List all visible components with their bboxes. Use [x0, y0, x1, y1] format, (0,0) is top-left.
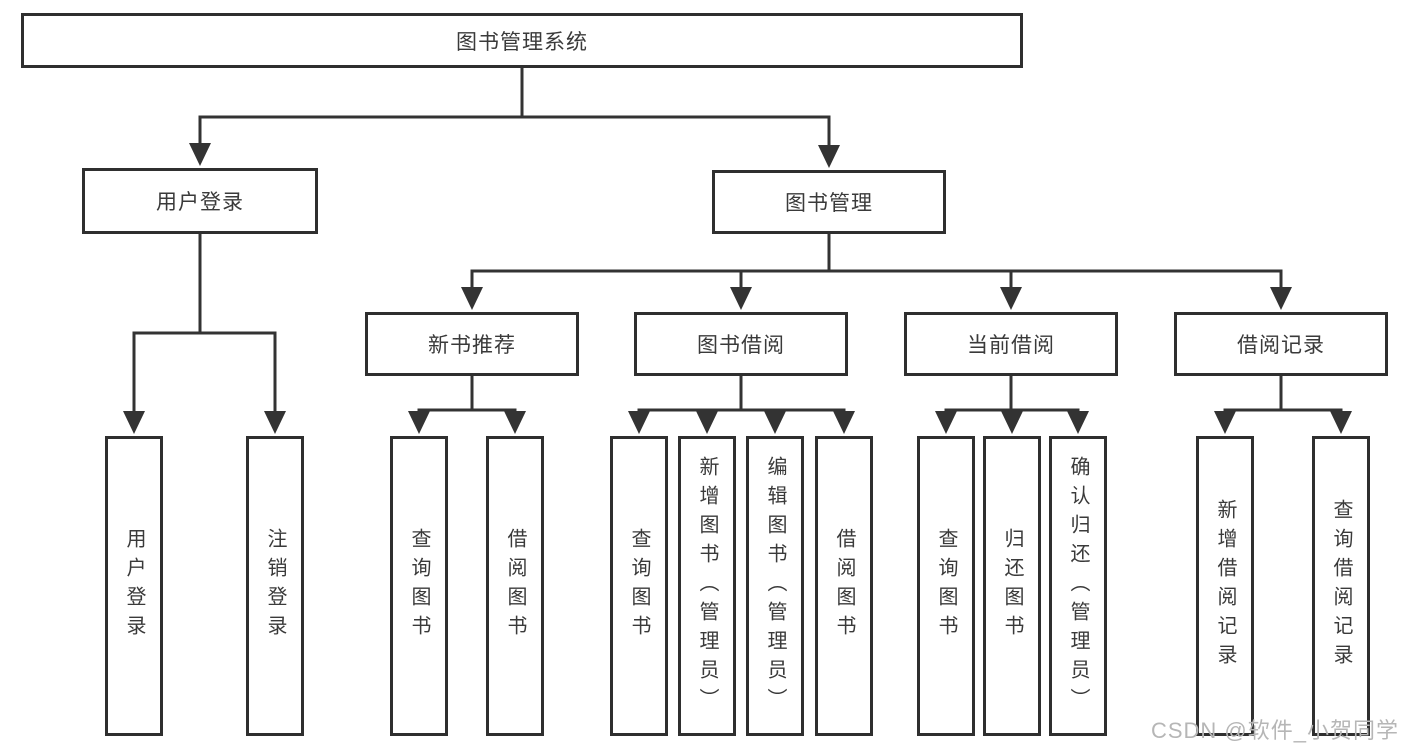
node-borrow-records-label: 借阅记录 — [1237, 334, 1325, 357]
leaf-label: 查询图书 — [408, 528, 430, 644]
arrowhead-icon — [123, 411, 145, 434]
leaf-label: 注销登录 — [264, 528, 286, 644]
leaf-label: 新增图书（管理员） — [696, 455, 718, 717]
arrowhead-icon — [1000, 287, 1022, 310]
leaf-logout: 注销登录 — [246, 436, 304, 736]
arrowhead-icon — [1270, 287, 1292, 310]
leaf-label: 查询借阅记录 — [1330, 499, 1352, 673]
node-user-login: 用户登录 — [82, 168, 318, 234]
leaf-label: 用户登录 — [123, 528, 145, 644]
leaf-edit-books-admin: 编辑图书（管理员） — [746, 436, 804, 736]
leaf-user-login: 用户登录 — [105, 436, 163, 736]
arrowhead-icon — [833, 411, 855, 434]
leaf-return-books: 归还图书 — [983, 436, 1041, 736]
arrowhead-icon — [935, 411, 957, 434]
leaf-label: 查询图书 — [628, 528, 650, 644]
node-new-book-recommend-label: 新书推荐 — [428, 334, 516, 357]
arrowhead-icon — [1214, 411, 1236, 434]
arrowhead-icon — [764, 411, 786, 434]
node-current-borrowing: 当前借阅 — [904, 312, 1118, 376]
arrowheads — [123, 143, 1352, 434]
leaf-label: 编辑图书（管理员） — [764, 455, 786, 717]
leaf-borrow-books: 借阅图书 — [486, 436, 544, 736]
leaf-confirm-return-admin: 确认归还（管理员） — [1049, 436, 1107, 736]
node-book-borrowing: 图书借阅 — [634, 312, 848, 376]
arrowhead-icon — [504, 411, 526, 434]
arrowhead-icon — [1330, 411, 1352, 434]
arrowhead-icon — [189, 143, 211, 166]
leaf-label: 查询图书 — [935, 528, 957, 644]
arrowhead-icon — [461, 287, 483, 310]
node-borrow-records: 借阅记录 — [1174, 312, 1388, 376]
leaf-label: 借阅图书 — [833, 528, 855, 644]
leaf-label: 借阅图书 — [504, 528, 526, 644]
arrowhead-icon — [818, 145, 840, 168]
leaf-query-books: 查询图书 — [390, 436, 448, 736]
arrowhead-icon — [1067, 411, 1089, 434]
node-book-borrowing-label: 图书借阅 — [697, 334, 785, 357]
leaf-label: 确认归还（管理员） — [1067, 455, 1089, 717]
leaf-add-borrow-record: 新增借阅记录 — [1196, 436, 1254, 736]
node-book-management-label: 图书管理 — [785, 192, 873, 215]
arrowhead-icon — [264, 411, 286, 434]
watermark: CSDN @软件_小贺同学 — [1150, 718, 1399, 743]
arrowhead-icon — [730, 287, 752, 310]
arrowhead-icon — [1001, 411, 1023, 434]
leaf-add-books-admin: 新增图书（管理员） — [678, 436, 736, 736]
leaf-label: 归还图书 — [1001, 528, 1023, 644]
node-root-label: 图书管理系统 — [456, 30, 588, 54]
node-current-borrowing-label: 当前借阅 — [967, 334, 1055, 357]
leaf-query-borrow-record: 查询借阅记录 — [1312, 436, 1370, 736]
leaf-borrow-books: 借阅图书 — [815, 436, 873, 736]
node-user-login-label: 用户登录 — [156, 191, 244, 214]
leaf-query-books: 查询图书 — [610, 436, 668, 736]
arrowhead-icon — [628, 411, 650, 434]
arrowhead-icon — [696, 411, 718, 434]
leaf-query-books: 查询图书 — [917, 436, 975, 736]
arrowhead-icon — [408, 411, 430, 434]
node-root: 图书管理系统 — [21, 13, 1023, 68]
node-book-management: 图书管理 — [712, 170, 946, 234]
leaf-label: 新增借阅记录 — [1214, 499, 1236, 673]
node-new-book-recommend: 新书推荐 — [365, 312, 579, 376]
